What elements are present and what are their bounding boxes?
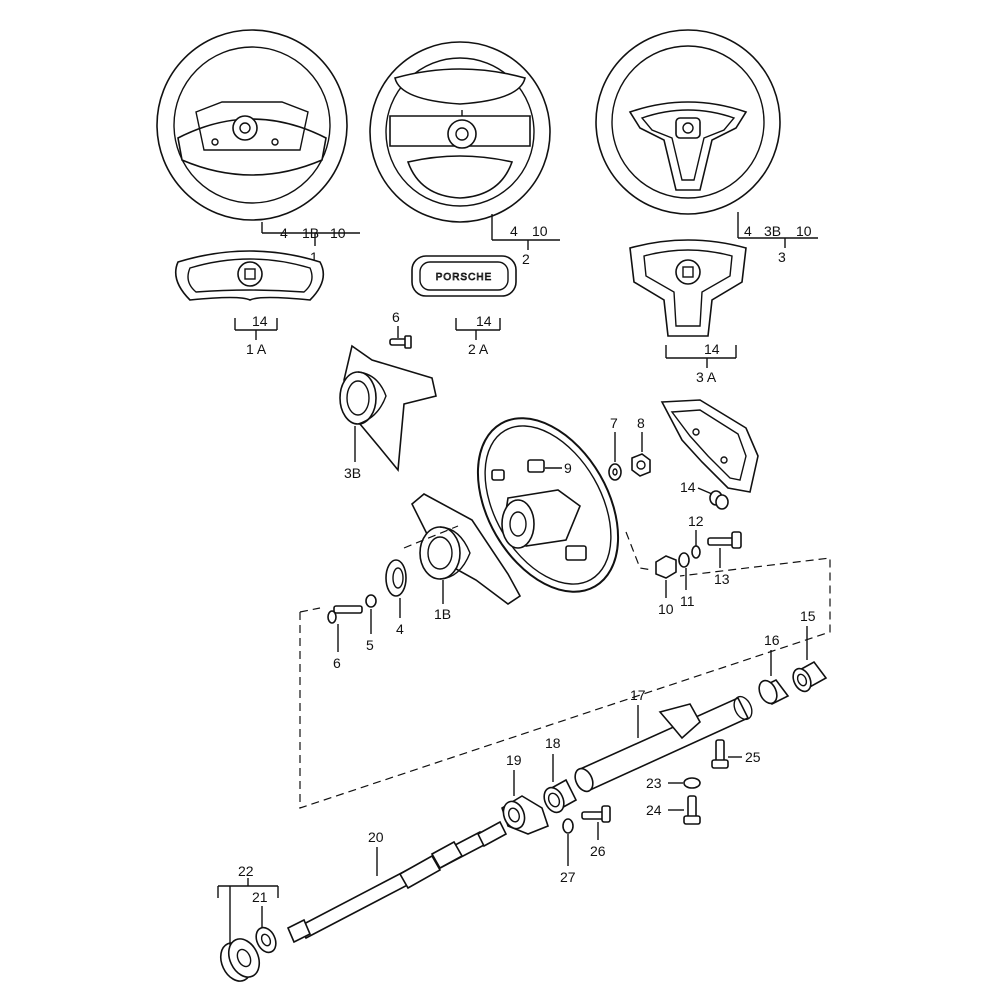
label-9: 9 [564, 460, 572, 476]
label-14: 14 [704, 341, 720, 357]
label-22: 22 [238, 863, 254, 879]
label-10: 10 [796, 223, 812, 239]
label-2: 2 [522, 251, 530, 267]
label-7: 7 [610, 415, 618, 431]
label-24: 24 [646, 802, 662, 818]
label-1: 1 [310, 249, 318, 265]
label-14: 14 [476, 313, 492, 329]
label-18: 18 [545, 735, 561, 751]
label-14: 14 [680, 479, 696, 495]
label-25: 25 [745, 749, 761, 765]
label-19: 19 [506, 752, 522, 768]
callout-group-1A: 14 1 A [234, 313, 278, 357]
label-4: 4 [510, 223, 518, 239]
label-12: 12 [688, 513, 704, 529]
label-5: 5 [366, 637, 374, 653]
label-4: 4 [280, 225, 288, 241]
label-1B: 1B [302, 225, 319, 241]
washer-7 [608, 463, 622, 481]
label-10: 10 [532, 223, 548, 239]
steering-wheel-2 [369, 41, 551, 223]
contact-ring-4 [385, 559, 407, 597]
column-tube-17 [574, 695, 753, 793]
horn-pad-1A [174, 250, 325, 301]
bolt-13 [707, 531, 742, 549]
label-1B: 1B [434, 606, 451, 622]
label-2A: 2 A [468, 341, 489, 357]
horn-pad-2A: PORSCHE [411, 255, 517, 297]
label-15: 15 [800, 608, 816, 624]
washer-11 [678, 552, 690, 568]
gear-22 [219, 938, 261, 982]
label-8: 8 [637, 415, 645, 431]
label-10: 10 [330, 225, 346, 241]
washer-12 [691, 545, 701, 559]
cover-plate [660, 399, 759, 493]
steering-wheel-main [476, 417, 620, 593]
porsche-lettering: PORSCHE [436, 272, 492, 283]
callout-group-3: 4 3B 10 3 [737, 212, 818, 265]
label-23: 23 [646, 775, 662, 791]
bushing-16 [758, 678, 790, 706]
hub-1B [411, 493, 522, 605]
label-4: 4 [744, 223, 752, 239]
bushing-15 [792, 660, 828, 693]
label-26: 26 [590, 843, 606, 859]
housing-19 [501, 795, 549, 835]
callout-group-3A: 14 3 A [665, 341, 737, 385]
washer-23 [683, 777, 701, 789]
bolt-25 [711, 739, 729, 769]
bearing-18 [543, 778, 578, 814]
hub-3B [339, 344, 437, 473]
callout-group-22 [217, 878, 279, 945]
label-20: 20 [368, 829, 384, 845]
washer-5 [365, 594, 377, 608]
label-4: 4 [396, 621, 404, 637]
label-13: 13 [714, 571, 730, 587]
label-11: 11 [680, 593, 695, 609]
label-6: 6 [333, 655, 341, 671]
bolt-24 [683, 795, 701, 825]
label-14: 14 [252, 313, 268, 329]
label-1A: 1 A [246, 341, 267, 357]
label-10: 10 [658, 601, 674, 617]
steering-wheel-1 [156, 29, 348, 221]
steering-wheel-3 [595, 29, 781, 215]
label-17: 17 [630, 687, 646, 703]
washer-27 [562, 818, 574, 834]
label-6: 6 [392, 309, 400, 325]
alignment-dashed-lines [299, 525, 831, 809]
callout-group-1: 4 1B 10 1 [261, 222, 360, 265]
screw-6-top [389, 335, 412, 349]
callout-group-2: 4 10 2 [491, 214, 560, 267]
callout-group-2A: 14 2 A [455, 313, 501, 357]
label-21: 21 [252, 889, 268, 905]
label-3: 3 [778, 249, 786, 265]
washer-14 [709, 490, 729, 510]
label-3B: 3B [344, 465, 361, 481]
bearing-21 [255, 926, 277, 954]
nut-8 [631, 453, 651, 477]
label-16: 16 [764, 632, 780, 648]
label-27: 27 [560, 869, 576, 885]
screw-6 [327, 605, 363, 624]
bolt-26 [581, 805, 611, 823]
horn-pad-3A [629, 239, 747, 337]
label-3A: 3 A [696, 369, 717, 385]
nut-10 [655, 555, 677, 579]
steering-shaft-20 [286, 820, 508, 944]
label-3B: 3B [764, 223, 781, 239]
